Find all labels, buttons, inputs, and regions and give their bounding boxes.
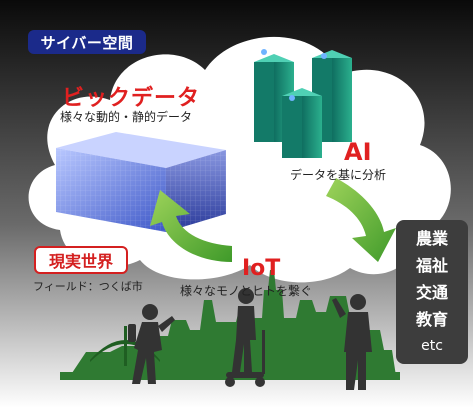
iot-to-bigdata-arrow bbox=[150, 190, 232, 262]
domain-agriculture: 農業 bbox=[415, 229, 448, 249]
ai-title: AI bbox=[344, 138, 372, 166]
domain-education: 教育 bbox=[415, 309, 448, 329]
walking-person-icon bbox=[128, 304, 175, 384]
field-label: フィールド：つくば市 bbox=[33, 280, 143, 293]
iot-subtitle: 様々なモノとヒトを繋ぐ bbox=[180, 284, 313, 298]
big-data-title: ビックデータ bbox=[62, 86, 201, 111]
ai-subtitle: データを基に分析 bbox=[290, 168, 387, 182]
city-skyline bbox=[70, 270, 396, 376]
big-data-subtitle: 様々な動的・静的データ bbox=[60, 110, 193, 124]
iot-title: IoT bbox=[242, 256, 281, 281]
segway-rider-icon bbox=[225, 288, 265, 387]
domain-transport: 交通 bbox=[415, 282, 448, 302]
standing-person-icon bbox=[332, 294, 372, 390]
ai-to-real-arrow bbox=[326, 178, 396, 262]
domain-etc: etc bbox=[421, 337, 443, 354]
domain-panel: 農業 福祉 交通 教育 etc bbox=[396, 220, 468, 364]
real-world-badge: 現実世界 bbox=[34, 246, 128, 274]
ai-server-icon bbox=[254, 49, 352, 158]
cyber-space-badge: サイバー空間 bbox=[28, 30, 146, 54]
domain-welfare: 福祉 bbox=[415, 256, 448, 276]
